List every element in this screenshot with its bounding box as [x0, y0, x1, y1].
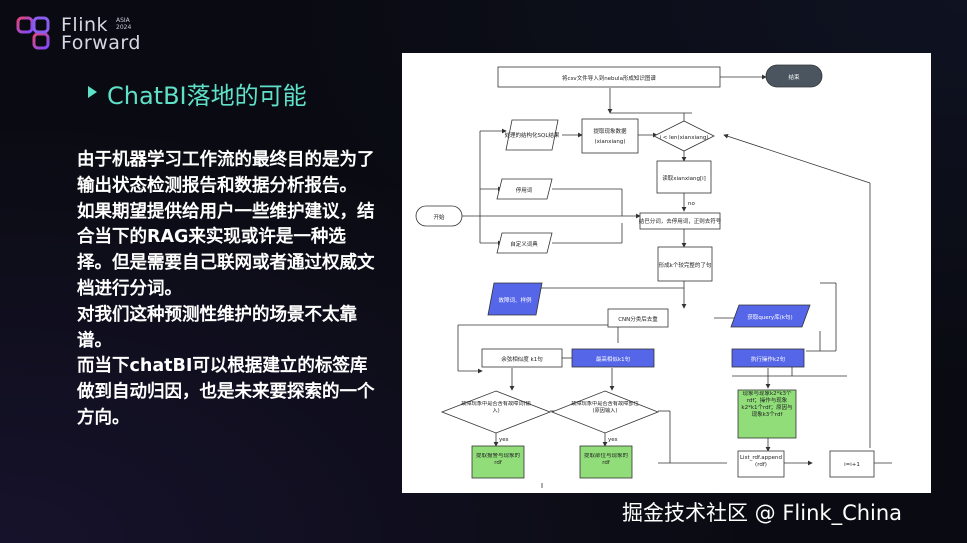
flow-decision-2: 故障现象中是否含有故障部位(原因输入) — [571, 401, 639, 414]
flow-node-stopwords: 停用词 — [516, 186, 533, 194]
flow-node-cut: 结巴分词，去停用词，正则去符号 — [639, 217, 722, 225]
flink-forward-logo: Flink Forward ASIA 2024 — [16, 14, 140, 56]
body-paragraph: 由于机器学习工作流的最终目的是为了输出状态检测报告和数据分析报告。 — [77, 150, 375, 196]
logo-badge: ASIA 2024 — [116, 17, 131, 31]
watermark: 掘金技术社区 @ Flink_China — [622, 501, 903, 525]
flow-node-faultdb: 故障词、样例 — [498, 296, 532, 304]
flow-node-maxcos: 余弦相似度 k1句 — [501, 355, 543, 363]
flow-node-start: 开始 — [433, 213, 445, 221]
title-arrow-icon — [88, 86, 97, 98]
flow-node-cnn: CNN分类后去重 — [618, 315, 658, 323]
flow-decision-1: 故障现象中是否含有故障词(输入) — [461, 401, 531, 414]
flow-node-phenomena: 现象与现象k2*k3个rdf；操作与现象k2*k1个rdf；原因与现象k3个rd… — [741, 391, 793, 418]
body-paragraph: 如果期望提供给用户一些维护建议，结合当下的RAG来实现或许是一种选择。但是需要自… — [77, 201, 375, 299]
flow-node-read: 读取xianxiang[i] — [662, 174, 706, 182]
body-paragraph: 而当下chatBI可以根据建立的标签库做到自动归因，也是未来要探索的一个方向。 — [77, 356, 375, 428]
flow-node-fetch: 提取现象数据 — [593, 127, 627, 135]
logo-text-forward: Forward — [61, 32, 141, 54]
flow-node-dict: 自定义词典 — [510, 240, 538, 248]
flowchart-svg: 将csv文件导入到nebula形成知识图谱 结束 处理的结构化SQL结果 提取现… — [415, 64, 892, 488]
flow-yes-label-1: yes — [499, 437, 509, 443]
flow-node-loop-check: i < len(xianxiang) — [659, 135, 708, 141]
flow-node-list: List_rdf.append(rdf) — [739, 455, 783, 468]
flow-node-query: 获取query库(k句) — [747, 313, 792, 321]
body-text: 由于机器学习工作流的最终目的是为了输出状态检测报告和数据分析报告。 如果期望提供… — [77, 148, 377, 432]
flow-yes-label-2: yes — [608, 437, 618, 443]
flowchart-image: 将csv文件导入到nebula形成知识图谱 结束 处理的结构化SQL结果 提取现… — [402, 53, 931, 493]
flow-node-cos1: 最高相似k1句 — [596, 355, 631, 363]
flow-node-top: 将csv文件导入到nebula形成知识图谱 — [562, 74, 656, 82]
logo-badge-asia: ASIA — [116, 17, 130, 24]
logo-text-flink: Flink — [61, 14, 109, 36]
flow-node-sql: 处理的结构化SQL结果 — [505, 131, 560, 139]
flow-node-g1: 提取报警与现象的rdf — [475, 453, 520, 466]
flink-logo-icon — [16, 16, 50, 50]
slide-title: ChatBI落地的可能 — [107, 82, 307, 110]
flow-node-g2: 提取部位与现象的rdf — [583, 453, 628, 466]
flow-node-inc: i=i+1 — [844, 462, 860, 468]
flow-node-end: 结束 — [788, 73, 800, 81]
body-paragraph: 对我们这种预测性维护的场景不太靠谱。 — [77, 304, 357, 351]
flow-node-form: 形成k个较完整的了句 — [659, 261, 712, 269]
flow-no-label: no — [688, 201, 695, 207]
flow-node-fetch-sub: (xianxiang) — [594, 139, 625, 145]
logo-badge-year: 2024 — [116, 24, 132, 31]
flow-node-k2: 执行操作k2句 — [751, 355, 786, 363]
